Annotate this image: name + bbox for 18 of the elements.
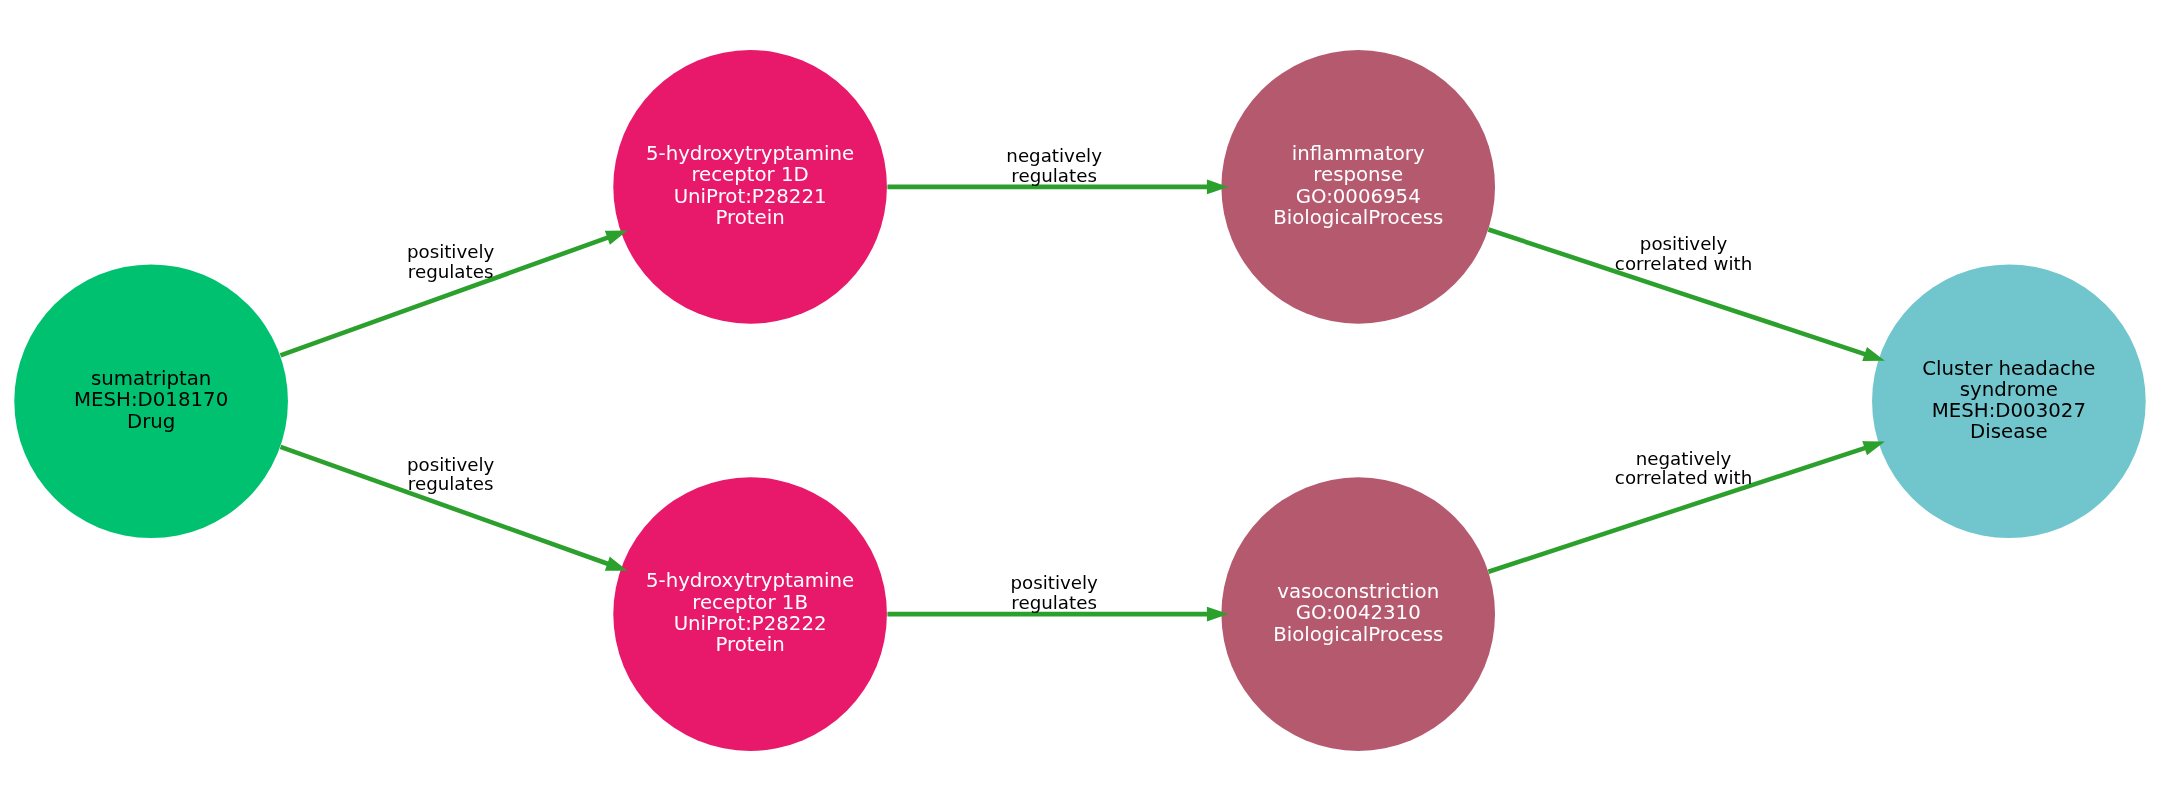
node-circle: Cluster headache syndrome MESH:D003027 Disease: [1872, 263, 2146, 538]
node-circle: 5-hydroxytryptamine receptor 1D UniProt:P28221 Protein: [613, 49, 887, 324]
edge-label: positively regulates: [1010, 571, 1098, 613]
arrow: [279, 444, 628, 571]
edge-label: positively regulates: [406, 453, 495, 494]
node-circle: vasoconstriction GO:0042310 BiologicalProcess: [1221, 476, 1496, 751]
arrow: [1487, 440, 1885, 574]
edge-label: positively correlated with: [1614, 232, 1753, 274]
node-circle: sumatriptan MESH:D018170 Drug: [14, 263, 288, 538]
node-circle: inflammatory response GO:0006954 BiologicalProcess: [1221, 49, 1496, 324]
edge-label: negatively regulates: [1006, 144, 1102, 186]
arrow: [887, 606, 1229, 622]
edge-label: positively regulates: [406, 240, 495, 282]
arrow: [279, 230, 628, 357]
arrow: [1487, 226, 1885, 361]
arrow: [887, 178, 1229, 194]
node-circle: 5-hydroxytryptamine receptor 1B UniProt:P28222 Protein: [613, 476, 887, 751]
edge-label: negatively correlated with: [1614, 447, 1753, 488]
